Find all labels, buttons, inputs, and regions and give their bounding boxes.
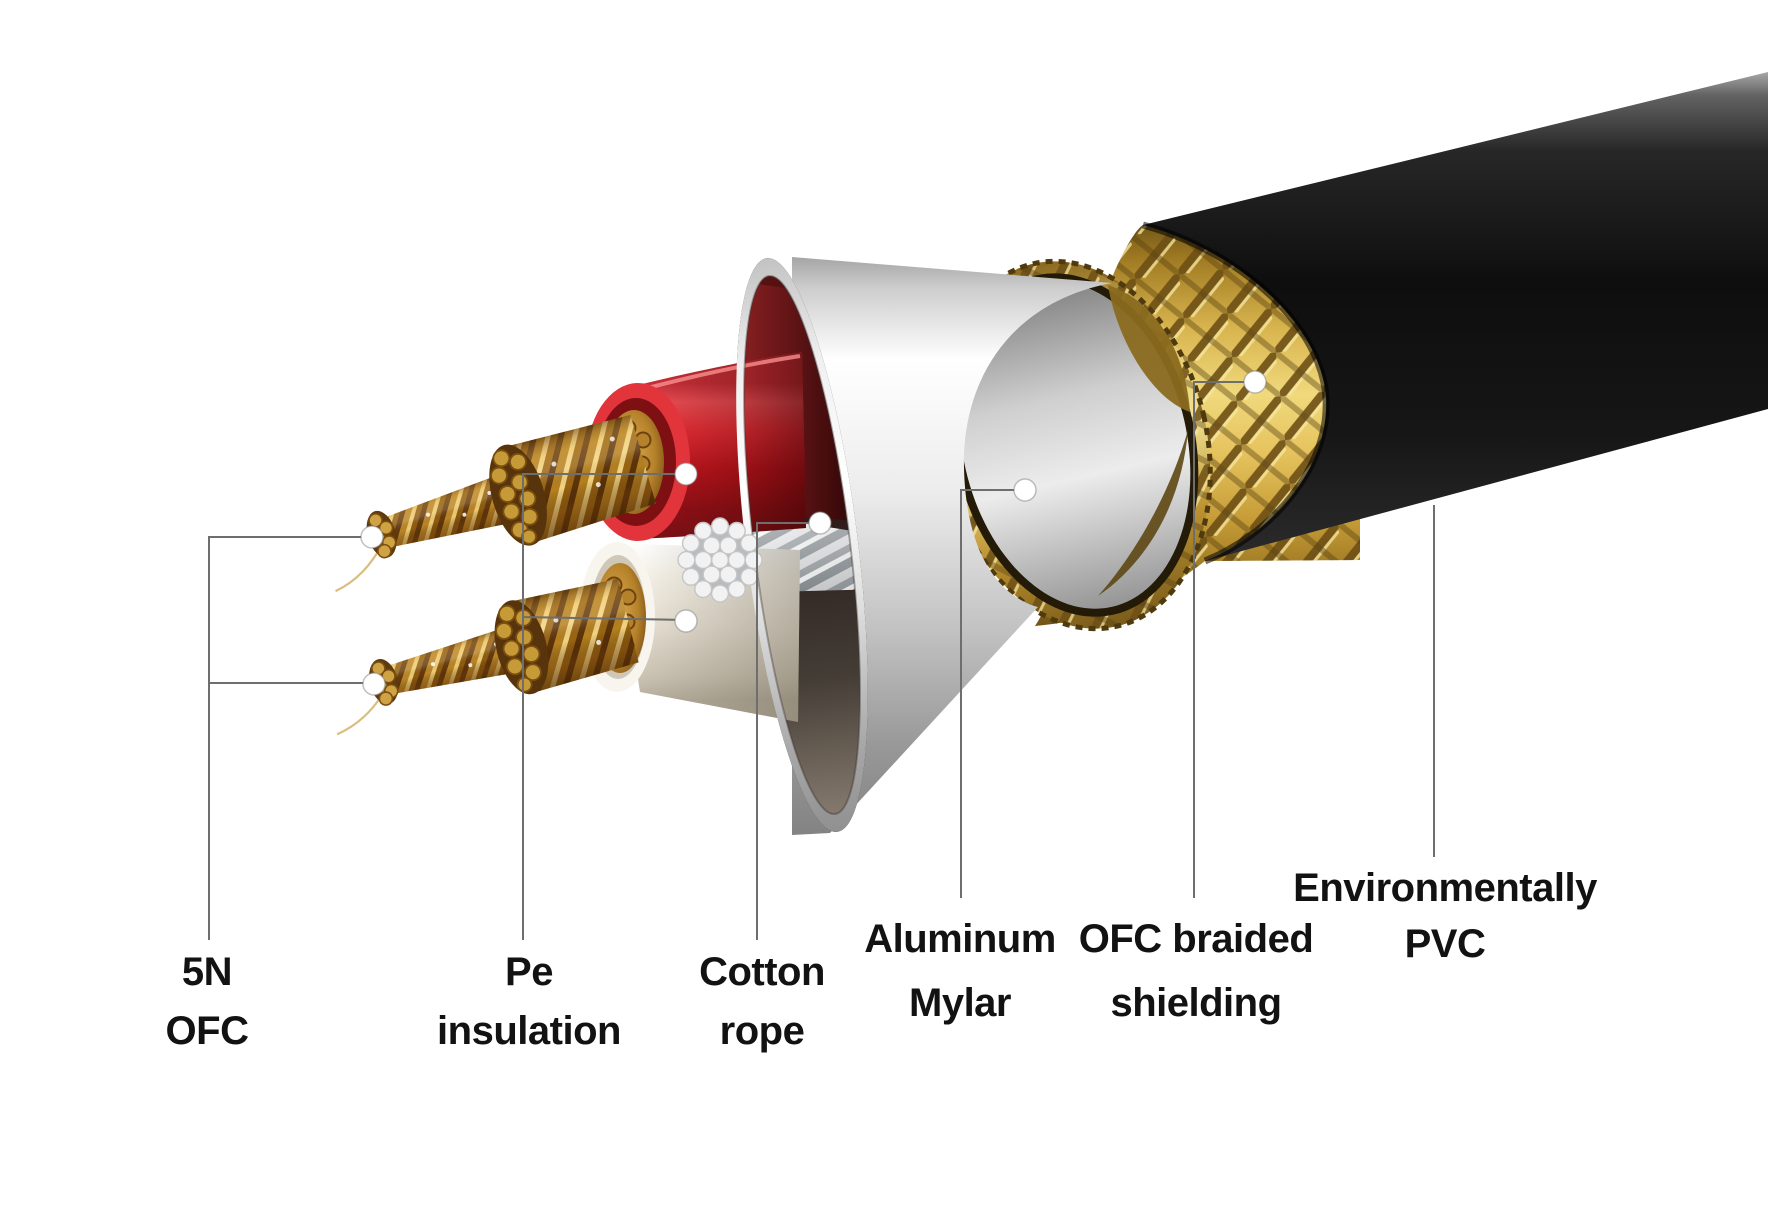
label-line: Mylar [909, 981, 1012, 1025]
label-environmentally-pvc: Environmentally PVC [1265, 860, 1625, 972]
label-ofc-braided-shielding: OFC braided shielding [1016, 907, 1376, 1035]
callout-dot-mylar [1013, 478, 1037, 502]
label-line: PVC [1404, 922, 1486, 966]
callout-dot-pe-white [674, 609, 698, 633]
label-cotton-rope: Cotton rope [582, 943, 942, 1061]
label-5n-ofc: 5N OFC [27, 943, 387, 1061]
label-line: Environmentally [1293, 866, 1597, 910]
aluminum-mylar [792, 257, 1112, 835]
braid-inner-top-shadow [1108, 285, 1190, 412]
ofc-conductor-lower [336, 578, 639, 736]
callout-dot-cotton [808, 511, 832, 535]
label-line: OFC braided [1078, 917, 1314, 961]
label-aluminum-mylar: Aluminum Mylar [780, 907, 1140, 1035]
label-line: insulation [437, 1009, 621, 1053]
label-line: rope [719, 1009, 805, 1053]
label-line: Pe [505, 950, 553, 994]
cotton-rope-cross-section [677, 517, 763, 603]
callout-dot-shielding [1243, 370, 1267, 394]
label-line: Aluminum [864, 917, 1056, 961]
callout-dot-ofc-lower [362, 672, 386, 696]
label-line: 5N [181, 950, 233, 994]
pvc-jacket [1142, 72, 1768, 565]
leader-lines [208, 381, 1435, 940]
callout-dot-ofc-upper [360, 525, 384, 549]
jacket-cut-shadow [1142, 221, 1330, 565]
label-line: shielding [1110, 981, 1282, 1025]
label-line: OFC [165, 1009, 249, 1053]
callout-dot-pe-red [674, 462, 698, 486]
label-pe-insulation: Pe insulation [349, 943, 709, 1061]
label-line: Cotton [699, 950, 825, 994]
